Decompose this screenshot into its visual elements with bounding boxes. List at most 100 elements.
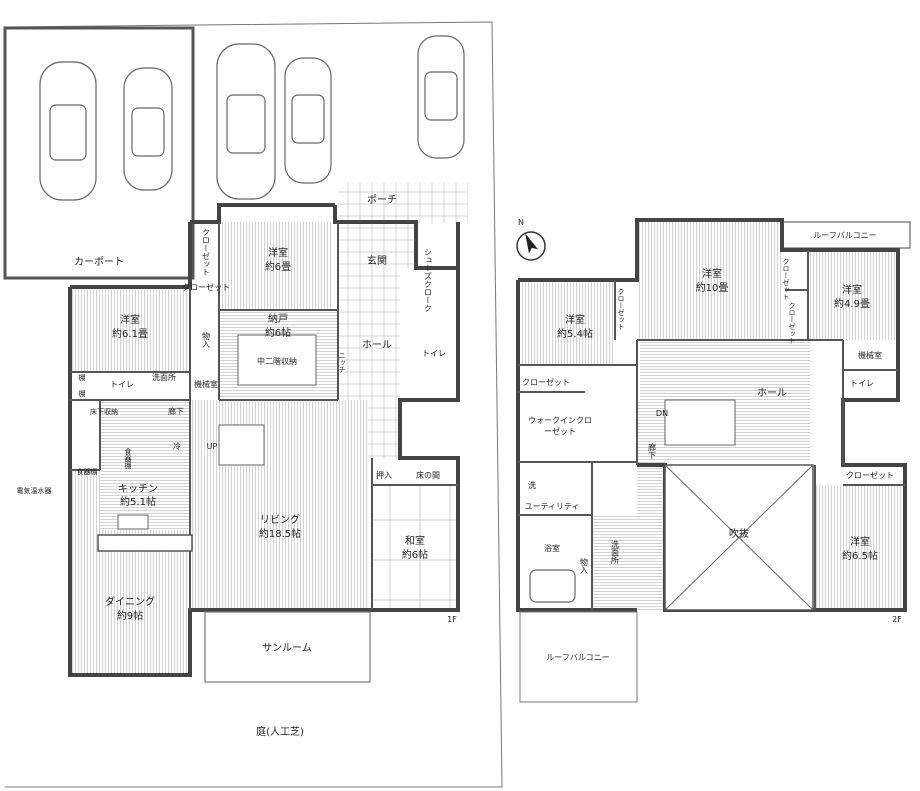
room-54-size: 約5.4帖: [557, 327, 593, 340]
closet-b-label: クローゼット: [182, 282, 230, 292]
corridor-2f-floor: [637, 400, 665, 610]
oshiire-label: 押入: [376, 470, 392, 480]
bath-label: 浴室: [544, 543, 560, 553]
floor1-level-label: 1F: [447, 615, 457, 624]
room-10-floor: [637, 220, 782, 340]
kitchen-floor: [100, 400, 190, 530]
closet-5-label: クローゼット: [846, 470, 894, 480]
room-65-floor: [815, 485, 905, 610]
entrance-floor: [338, 222, 416, 268]
north-room-floor: [219, 222, 331, 310]
tokonoma-label: 床の間: [416, 470, 440, 480]
machine-room-1f-label: 機械室: [194, 379, 218, 389]
sunroom-label: サンルーム: [262, 642, 312, 654]
washroom-label: 洗面所: [152, 372, 176, 382]
lot-boundary: [4, 21, 503, 788]
room-54-floor: [518, 280, 613, 365]
mezzanine-box: [237, 334, 317, 386]
void-label: 吹抜: [729, 527, 749, 540]
sunroom: [204, 611, 371, 683]
toilet-west-label: トイレ: [110, 380, 134, 389]
carport-label: カーポート: [74, 256, 124, 268]
compass: N: [516, 218, 546, 261]
washitsu-floor: [372, 485, 458, 610]
washroom-2f-floor: [592, 515, 637, 610]
kitchen-name: キッチン: [118, 483, 158, 495]
toilet-east-label: トイレ: [422, 349, 446, 358]
dining-name: ダイニング: [105, 595, 155, 608]
room-10-name: 洋室: [702, 267, 722, 280]
washroom-2f-label: 洗面所: [611, 539, 620, 565]
room-49-floor: [808, 250, 898, 340]
porch-label: ポーチ: [367, 194, 397, 206]
porch-area: [338, 183, 468, 223]
dining-size: 約9帖: [117, 609, 143, 622]
roof-balcony-bottom: [519, 611, 638, 703]
machine-room-2f-label: 機械室: [858, 350, 882, 360]
west-room-floor: [70, 287, 190, 372]
shelf-2-label: 棚: [79, 389, 86, 398]
living-floor: [190, 400, 368, 610]
wash-label: 洗: [528, 480, 536, 490]
roof-balcony-top-label: ルーフバルコニー: [813, 231, 876, 240]
living-size: 約18.5帖: [259, 527, 301, 540]
void-area: [664, 464, 814, 611]
monoire-2f-label: 物入: [580, 557, 589, 574]
closet-2-label: クローゼット: [782, 258, 790, 300]
walkin-label: ウォークインクローゼット: [528, 416, 592, 436]
north-room-name: 洋室: [268, 246, 288, 259]
walkin-box: ウォークインクローゼット: [528, 416, 592, 436]
north-room-size: 約6畳: [265, 260, 291, 273]
car-3: [216, 43, 276, 200]
compass-n: N: [518, 218, 524, 227]
garden-label: 庭(人工芝): [256, 725, 304, 738]
corridor-1f-label: 廊下: [168, 406, 184, 416]
closet-4-label: クローゼット: [522, 377, 570, 387]
closet-1-label: クローゼット: [617, 288, 625, 330]
water-heater-label: 電気温水器: [17, 486, 52, 495]
up-label: UP: [207, 442, 218, 451]
bathtub: [529, 569, 576, 603]
monoire-label: 物入: [202, 331, 211, 348]
hall-1f-label: ホール: [362, 339, 392, 351]
west-room-name: 洋室: [120, 313, 140, 326]
dish-shelf-label: 食器棚: [77, 467, 98, 476]
room-65-size: 約6.5帖: [842, 549, 878, 562]
entrance-label: 玄関: [367, 254, 387, 267]
car-4: [284, 57, 332, 184]
nando-size: 約6帖: [265, 326, 291, 339]
roof-balcony-top: [779, 221, 911, 249]
underfloor-label: 床下収納: [90, 407, 118, 416]
room-49-name: 洋室: [842, 283, 862, 296]
shoe-cloak-label: シューズクローク: [424, 248, 433, 312]
fridge-label: 冷: [173, 441, 181, 451]
kitchen-sink: [117, 514, 149, 530]
pantry-label: 食器棚: [124, 447, 132, 470]
stairs-2f: [664, 399, 736, 446]
shelf-1-label: 棚: [79, 373, 86, 382]
room-49-size: 約4.9畳: [834, 297, 870, 310]
room-10-size: 約10畳: [696, 281, 729, 294]
dn-label: DN: [656, 409, 668, 418]
washitsu-name: 和室: [405, 534, 425, 547]
corridor-2f-label: 廊下: [648, 442, 657, 460]
carport-area: [3, 26, 195, 280]
kitchen-counter: [97, 534, 193, 552]
room-65-name: 洋室: [850, 535, 870, 548]
kitchen-size: 約5.1帖: [120, 495, 156, 508]
utility-label: ユーティリティ: [524, 502, 579, 511]
hall-2f-label: ホール: [757, 387, 787, 399]
niche-label: ニッチ: [338, 352, 346, 373]
west-room-size: 約6.1畳: [112, 327, 148, 340]
nando-name: 納戸: [268, 312, 288, 325]
mezzanine-label: 中二階収納: [257, 356, 297, 366]
roof-balcony-bottom-label: ルーフバルコニー: [546, 653, 609, 662]
stairs-1f: [218, 424, 265, 466]
floor2-level-label: 2F: [892, 615, 902, 624]
toilet-2f-label: トイレ: [850, 379, 874, 388]
car-2: [123, 67, 173, 191]
room-54-name: 洋室: [565, 313, 585, 326]
car-1: [39, 61, 97, 201]
roof-balcony-bottom-bg: [522, 648, 635, 664]
